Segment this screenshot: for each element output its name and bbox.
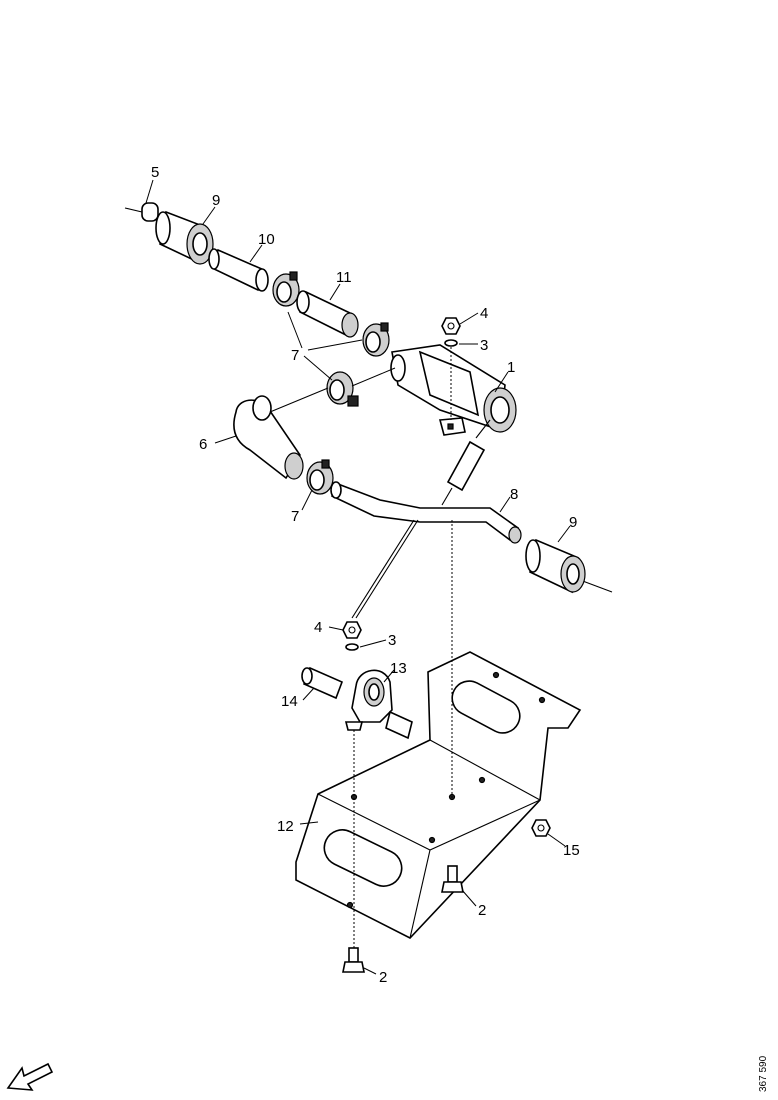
part-3-washer-lower [345, 643, 359, 651]
callout-10: 10 [258, 231, 275, 248]
part-4-nut-lower [342, 621, 362, 639]
callout-6: 6 [199, 436, 207, 453]
connector-line-clamp-to-pump [351, 367, 396, 387]
callout-9-lower: 9 [569, 514, 577, 531]
part-7-clamp-upper-a [272, 271, 300, 307]
part-13-clamp-block [344, 669, 413, 740]
forward-arrow-icon [6, 1062, 54, 1091]
callout-15: 15 [563, 842, 580, 859]
part-7-clamp-mid [326, 371, 359, 407]
callout-4-upper: 4 [480, 305, 488, 322]
part-5-pipe-stub [124, 202, 159, 222]
part-2-bolt-right [441, 865, 464, 893]
part-10-hose-section [208, 248, 269, 292]
part-11-hose-section [296, 290, 359, 338]
part-9-grommet-upper [155, 210, 214, 265]
part-6-elbow-hose [233, 395, 304, 480]
callout-8: 8 [510, 486, 518, 503]
callout-11: 11 [336, 269, 352, 286]
part-3-washer-upper [444, 339, 458, 347]
callout-9-upper: 9 [212, 192, 220, 209]
part-9-grommet-lower [525, 538, 613, 594]
callout-2-bottom: 2 [379, 969, 387, 986]
callout-2-right: 2 [478, 902, 486, 919]
connector-line-elbow-to-clamp [269, 387, 329, 413]
callout-5-upper: 5 [151, 164, 159, 181]
part-7-clamp-upper-b [362, 322, 390, 357]
drawing-reference-number: 367 590 [758, 1055, 769, 1092]
callout-13: 13 [390, 660, 407, 677]
part-4-nut-upper [441, 317, 461, 335]
part-15-nut [531, 819, 551, 837]
part-8-bent-pipe [330, 481, 522, 544]
part-14-pipe-stub [301, 666, 344, 700]
callout-7-lower: 7 [291, 508, 299, 525]
part-2-bolt-bottom [342, 947, 365, 973]
callout-3-upper: 3 [480, 337, 488, 354]
callout-3-lower: 3 [388, 632, 396, 649]
callout-leaders [145, 179, 571, 975]
part-12-mounting-bracket [295, 651, 582, 939]
sensor-cable [351, 419, 491, 619]
part-7-clamp-lower [306, 459, 334, 495]
callout-14: 14 [281, 693, 298, 710]
callout-12: 12 [277, 818, 294, 835]
callout-1: 1 [507, 359, 515, 376]
callout-7-upper: 7 [291, 347, 299, 364]
callout-4-lower: 4 [314, 619, 322, 636]
part-1-pump-unit [390, 344, 517, 436]
